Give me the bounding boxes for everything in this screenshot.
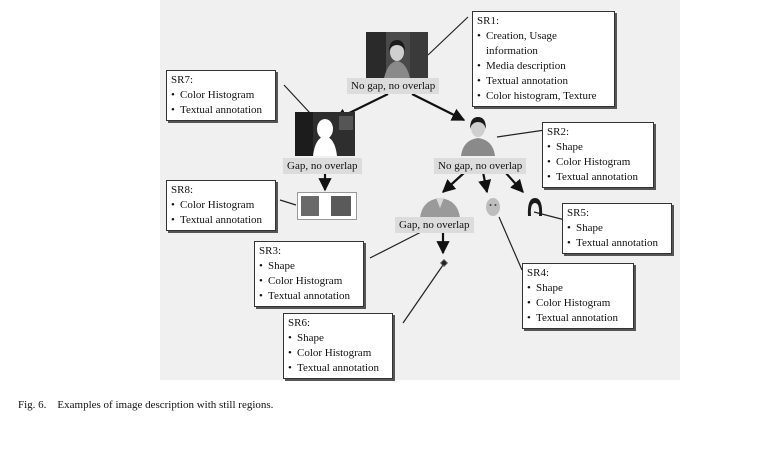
sr3-box: SR3: Shape Color Histogram Textual annot… (254, 241, 364, 307)
label-bottom-relation: Gap, no overlap (395, 217, 474, 233)
body-region-image (418, 196, 462, 218)
sr5-box: SR5: Shape Textual annotation (562, 203, 672, 254)
leader-sr3 (369, 229, 426, 259)
sr4-item: Shape (527, 281, 629, 296)
arrow-right-sr5 (504, 171, 524, 193)
sr2-item: Color Histogram (547, 155, 649, 170)
sr7-item: Textual annotation (171, 103, 271, 118)
sr2-title: SR2: (547, 126, 570, 138)
sr7-title: SR7: (171, 74, 194, 86)
sr3-item: Color Histogram (259, 274, 359, 289)
sr2-item: Textual annotation (547, 170, 649, 185)
sr1-item: Creation, Usage information (477, 29, 610, 59)
sr8-title: SR8: (171, 184, 194, 196)
sr5-item: Textual annotation (567, 236, 667, 251)
sr2-item: Shape (547, 140, 649, 155)
sr7-item: Color Histogram (171, 88, 271, 103)
root-image (366, 32, 428, 78)
sr4-item: Color Histogram (527, 296, 629, 311)
sr7-box: SR7: Color Histogram Textual annotation (166, 70, 276, 121)
arrow-right-sr3 (442, 171, 466, 193)
sr8-box: SR8: Color Histogram Textual annotation (166, 180, 276, 231)
sr2-box: SR2: Shape Color Histogram Textual annot… (542, 122, 654, 188)
person-image (455, 112, 501, 156)
leader-sr2 (496, 129, 546, 138)
sr3-title: SR3: (259, 245, 282, 257)
sr1-item: Media description (477, 59, 610, 74)
sr1-item: Color histogram, Texture (477, 89, 610, 104)
sr8-item: Textual annotation (171, 213, 271, 228)
sr6-item: Color Histogram (288, 346, 388, 361)
sr3-item: Shape (259, 259, 359, 274)
sr1-title: SR1: (477, 15, 500, 27)
sr6-title: SR6: (288, 317, 311, 329)
label-root-relation: No gap, no overlap (347, 78, 440, 94)
sr3-item: Textual annotation (259, 289, 359, 304)
arrow-right-sr4 (478, 171, 492, 194)
sr1-item: Textual annotation (477, 74, 610, 89)
small-detail-image (438, 256, 450, 268)
figure-caption: Fig. 6. Examples of image description wi… (18, 399, 274, 411)
leader-sr7 (283, 84, 311, 114)
face-region-image (485, 196, 501, 218)
sr1-box: SR1: Creation, Usage information Media d… (472, 11, 615, 107)
sr6-item: Shape (288, 331, 388, 346)
leader-sr4 (498, 216, 523, 271)
hair-region-image (526, 196, 544, 220)
leader-sr6 (402, 264, 444, 324)
background-region-image (295, 112, 355, 156)
sr8-item: Color Histogram (171, 198, 271, 213)
leader-sr8 (279, 199, 297, 206)
sr4-item: Textual annotation (527, 311, 629, 326)
sr4-title: SR4: (527, 267, 550, 279)
background-pieces-image (297, 192, 357, 220)
sr6-item: Textual annotation (288, 361, 388, 376)
sr6-box: SR6: Shape Color Histogram Textual annot… (283, 313, 393, 379)
sr5-item: Shape (567, 221, 667, 236)
sr4-box: SR4: Shape Color Histogram Textual annot… (522, 263, 634, 329)
arrow-root-right (411, 93, 466, 121)
sr5-title: SR5: (567, 207, 590, 219)
leader-sr1 (427, 16, 469, 56)
label-left-relation: Gap, no overlap (283, 158, 362, 174)
label-right-relation: No gap, no overlap (434, 158, 527, 174)
